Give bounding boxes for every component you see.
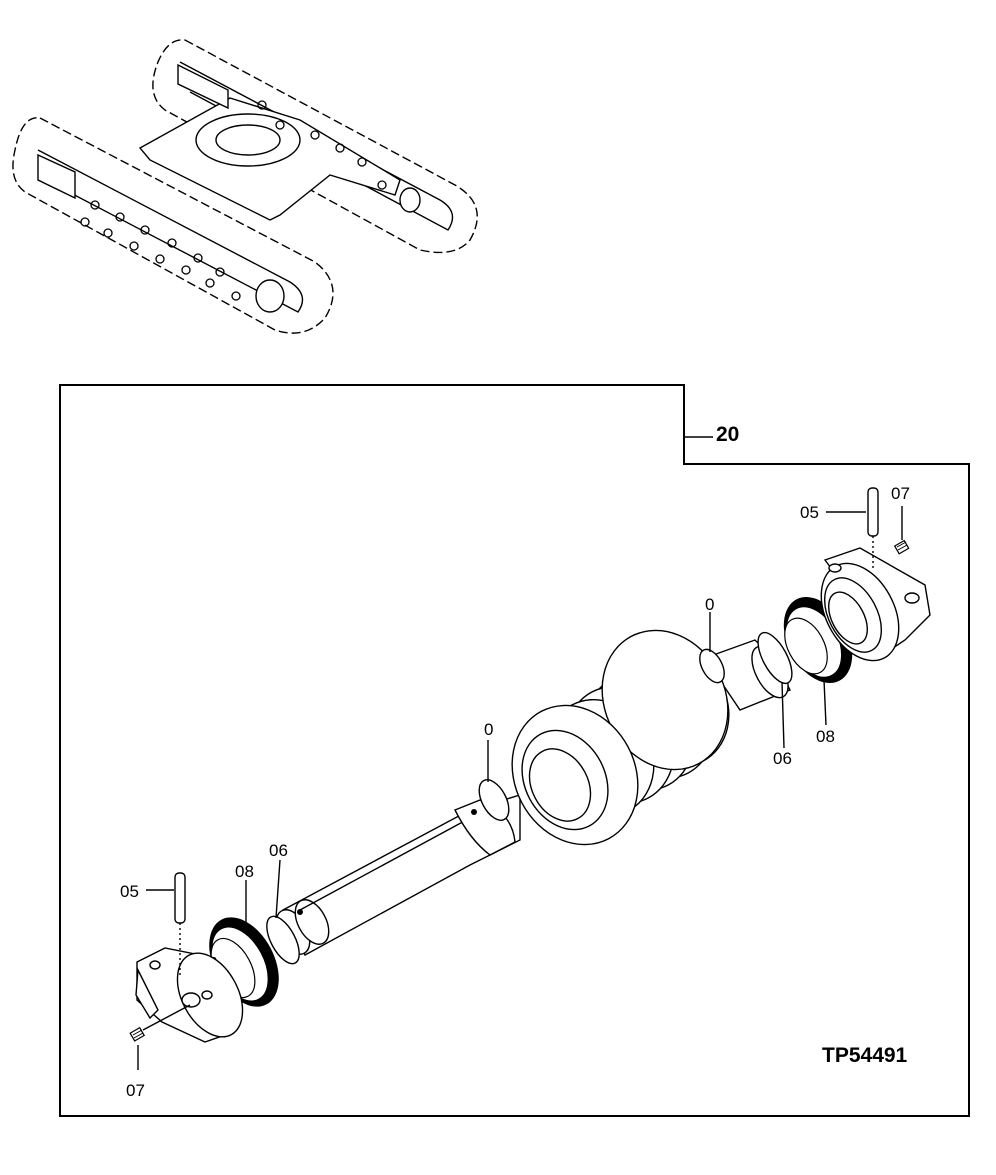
callout-08-left: 08	[235, 862, 254, 881]
plug-right	[893, 506, 910, 555]
callout-0-left: 0	[484, 720, 493, 739]
undercarriage-overview	[12, 39, 478, 334]
pin-right	[867, 487, 879, 568]
ring-right	[757, 631, 793, 685]
callout-06-left: 06	[269, 841, 288, 860]
callout-08-right: 08	[816, 727, 835, 746]
callout-05-right: 05	[800, 503, 819, 522]
assembly-ref-number: 20	[716, 423, 739, 446]
roller-housing-left	[135, 947, 244, 1043]
callout-07-left: 07	[126, 1081, 145, 1100]
callout-05-left: 05	[120, 882, 139, 901]
track-roller	[511, 629, 730, 846]
o-ring-left	[478, 779, 510, 821]
assembly-frame	[59, 384, 970, 1117]
callout-06-right: 06	[773, 749, 792, 768]
plug-left	[129, 1004, 191, 1070]
leader-lines	[146, 511, 866, 922]
callout-07-right: 07	[891, 484, 910, 503]
drawing-id: TP54491	[822, 1044, 908, 1067]
callout-0-right: 0	[705, 595, 714, 614]
ring-left	[266, 915, 300, 965]
o-ring-right	[699, 648, 725, 684]
roller-housing-right	[820, 547, 931, 662]
pin-left	[174, 872, 186, 975]
